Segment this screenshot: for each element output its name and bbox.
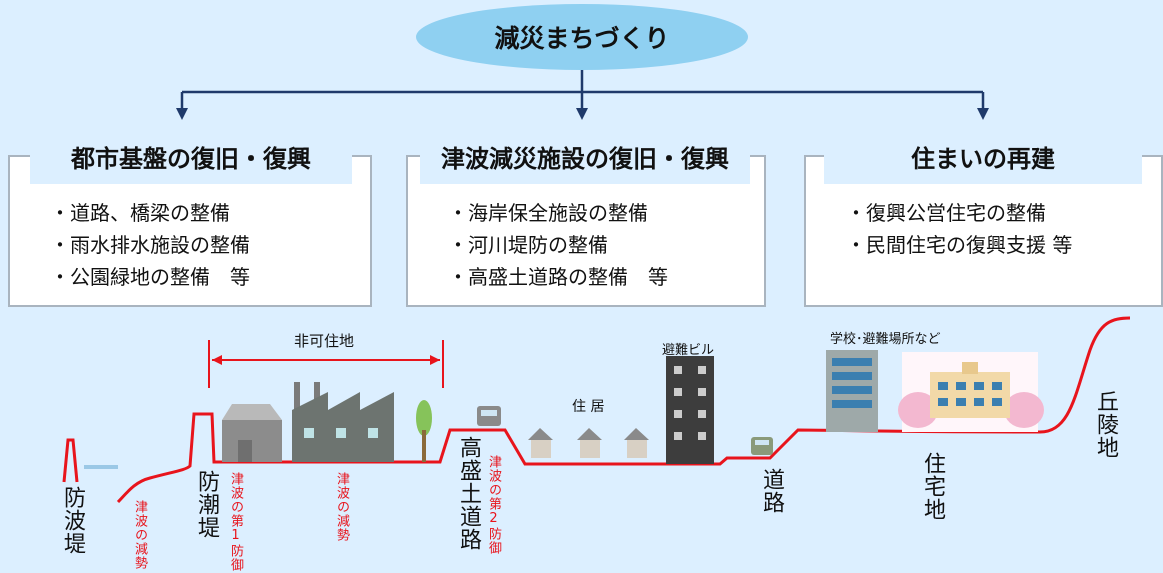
house-icon — [624, 428, 649, 458]
ground-line — [116, 316, 1131, 504]
list-item: ・高盛土道路の整備 等 — [448, 265, 668, 289]
house-icon — [528, 428, 553, 458]
high-embankment-road-label: 高盛土道路 — [456, 436, 481, 551]
residential-area-label: 住宅地 — [920, 452, 945, 521]
residence-label: 住 居 — [572, 399, 605, 415]
first-defense-label: 津波の第1防御 — [228, 472, 243, 572]
car-icon — [477, 406, 501, 426]
panel-list: ・復興公営住宅の整備 ・民間住宅の復興支援 等 — [846, 197, 1072, 261]
evacuation-building-icon — [666, 356, 714, 464]
list-item: ・公園緑地の整備 等 — [50, 265, 250, 289]
tide-wall-label: 防潮堤 — [194, 470, 219, 539]
list-item: ・道路、橋梁の整備 — [50, 201, 230, 225]
list-item: ・雨水排水施設の整備 — [50, 233, 250, 257]
range-arrow — [208, 340, 444, 388]
breakwater-shape — [62, 438, 79, 483]
panel-title: 都市基盤の復旧・復興 — [30, 128, 352, 184]
attenuation-label: 津波の減勢 — [334, 472, 349, 542]
panel-list: ・道路、橋梁の整備 ・雨水排水施設の整備 ・公園緑地の整備 等 — [50, 197, 250, 293]
tree-icon — [416, 400, 432, 462]
second-defense-label: 津波の第2防御 — [486, 455, 501, 555]
attenuation-label: 津波の減勢 — [132, 500, 147, 570]
list-item: ・民間住宅の復興支援 等 — [846, 233, 1073, 257]
list-item: ・海岸保全施設の整備 — [448, 201, 648, 225]
panel-list: ・海岸保全施設の整備 ・河川堤防の整備 ・高盛土道路の整備 等 — [448, 197, 668, 293]
school-label: 学校･避難場所など — [830, 332, 941, 347]
car-icon — [751, 437, 773, 455]
list-item: ・河川堤防の整備 — [448, 233, 608, 257]
evacuation-building-label: 避難ビル — [662, 343, 715, 358]
breakwater-label: 防波堤 — [60, 486, 85, 555]
main-title: 減災まちづくり — [416, 4, 748, 70]
office-building-icon — [826, 350, 878, 432]
factory-icon — [292, 382, 394, 462]
road-label: 道路 — [759, 468, 784, 514]
list-item: ・復興公営住宅の整備 — [846, 201, 1046, 225]
school-icon — [898, 352, 1044, 432]
panel-title: 津波減災施設の復旧・復興 — [420, 128, 750, 184]
panel-title: 住まいの再建 — [824, 128, 1142, 184]
non-residential-label: 非可住地 — [294, 332, 355, 350]
hills-label: 丘陵地 — [1093, 390, 1118, 459]
warehouse-icon — [222, 404, 282, 462]
house-icon — [577, 428, 602, 458]
